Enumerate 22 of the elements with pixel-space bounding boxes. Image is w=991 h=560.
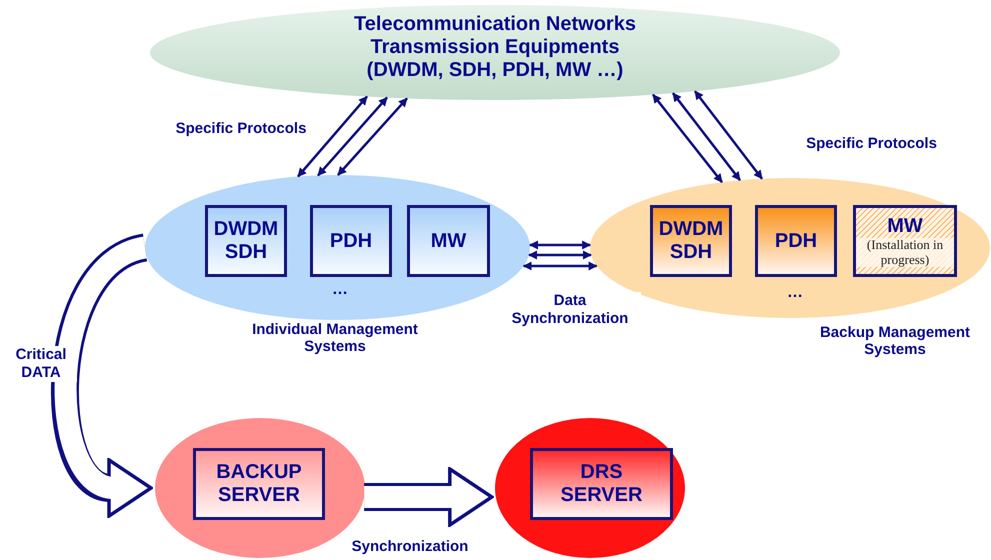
box-label: DRS SERVER	[560, 461, 644, 507]
box-label: (Installation in progress)	[856, 238, 954, 268]
system-box	[193, 448, 325, 520]
ellipsis-text: …	[786, 284, 804, 302]
system-box	[853, 205, 957, 277]
system-box	[650, 205, 732, 277]
ellipsis-text: …	[331, 281, 349, 300]
box-label: PDH	[330, 230, 372, 252]
system-box	[310, 205, 392, 277]
system-box	[205, 205, 287, 277]
box-label: MW	[430, 230, 466, 252]
system-box	[530, 448, 673, 520]
box-label: DWDM SDH	[212, 218, 280, 264]
box-label: BACKUP SERVER	[215, 461, 303, 507]
box-label: MW	[887, 214, 923, 238]
node-label: Backup Management Systems	[818, 324, 972, 358]
node-label: Individual Management Systems	[251, 321, 419, 356]
system-box	[755, 205, 837, 277]
node-label: Telecommunication Networks Transmission Equipments (DWDM, SDH, PDH, MW …)	[353, 13, 637, 82]
box-label: PDH	[774, 230, 818, 252]
system-box	[407, 205, 490, 277]
box-label: DWDM SDH	[658, 218, 724, 264]
